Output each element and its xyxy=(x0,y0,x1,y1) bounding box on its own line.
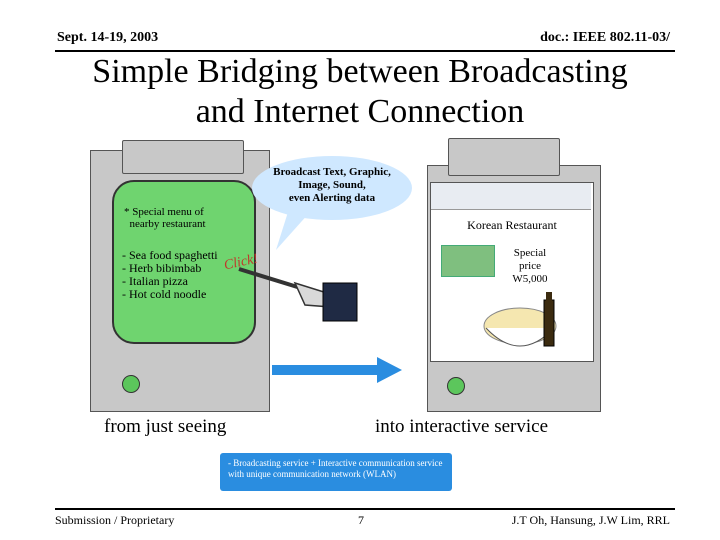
header-rule xyxy=(55,50,675,52)
speech-bubble-body xyxy=(252,156,412,220)
slide-title: Simple Bridging between Broadcasting and… xyxy=(0,52,720,132)
footer-right: J.T Oh, Hansung, J.W Lim, RRL xyxy=(511,513,670,527)
title-line-1: Simple Bridging between Broadcasting xyxy=(92,53,628,90)
info-box: - Broadcasting service + Interactive com… xyxy=(220,453,452,491)
footer-page-number: 7 xyxy=(358,513,364,527)
hand-remote-icon xyxy=(238,267,358,322)
noodle-bowl-icon xyxy=(483,292,557,347)
footer-rule xyxy=(55,508,675,510)
speech-bubble xyxy=(252,156,412,250)
title-line-2: and Internet Connection xyxy=(195,93,525,130)
speech-bubble-tail xyxy=(276,212,310,250)
menu-item: - Italian pizza xyxy=(122,274,188,288)
right-device-top-tab xyxy=(448,138,560,176)
arrow-icon xyxy=(272,357,402,383)
right-device-button xyxy=(447,377,465,395)
menu-item: - Sea food spaghetti xyxy=(122,248,218,262)
footer-left: Submission / Proprietary xyxy=(55,513,175,527)
restaurant-image xyxy=(441,245,495,277)
special-price: Special price W5,000 xyxy=(512,247,548,285)
bubble-text: Broadcast Text, Graphic, Image, Sound, e… xyxy=(273,166,391,204)
header-doc-id: doc.: IEEE 802.11-03/ xyxy=(540,30,670,45)
menu-item: - Hot cold noodle xyxy=(122,287,207,301)
menu-item: - Herb bibimbab xyxy=(122,261,202,275)
special-menu-label: * Special menu of nearby restaurant xyxy=(124,206,206,230)
restaurant-name: Korean Restaurant xyxy=(467,218,557,232)
browser-toolbar xyxy=(431,183,591,210)
caption-left: from just seeing xyxy=(104,416,227,437)
menu-list: - Sea food spaghetti - Herb bibimbab - I… xyxy=(122,249,218,301)
left-device-screen xyxy=(112,180,256,344)
left-device-button xyxy=(122,375,140,393)
header-date: Sept. 14-19, 2003 xyxy=(57,30,159,45)
left-device-top-tab xyxy=(122,140,244,174)
caption-right: into interactive service xyxy=(375,416,549,437)
